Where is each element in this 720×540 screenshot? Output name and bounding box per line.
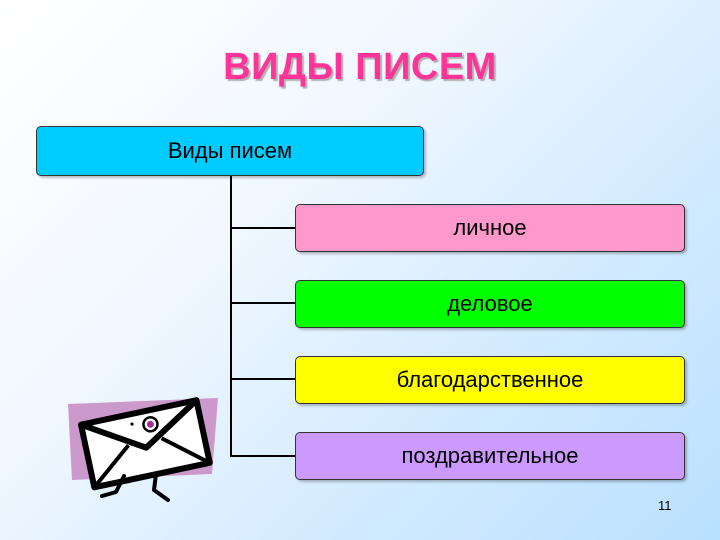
branch-line-business	[230, 302, 296, 304]
page-title: ВИДЫ ПИСЕМ	[223, 46, 497, 88]
child-node-thanks: благодарственное	[295, 356, 685, 404]
branch-line-personal	[230, 227, 296, 229]
branch-line-greeting	[230, 455, 296, 457]
trunk-line	[230, 176, 232, 456]
child-node-label: личное	[453, 215, 527, 240]
envelope-right-leg	[152, 472, 170, 502]
envelope-flap	[80, 398, 199, 451]
root-node-label: Виды писем	[167, 138, 293, 163]
child-node-label: деловое	[447, 291, 533, 316]
child-node-greeting: поздравительное	[295, 432, 685, 480]
envelope-left-leg	[100, 474, 126, 498]
branch-line-thanks	[230, 378, 296, 380]
child-node-personal: личное	[295, 204, 685, 252]
child-node-business: деловое	[295, 280, 685, 328]
root-node: Виды писем	[36, 126, 424, 176]
child-node-label: благодарственное	[396, 367, 584, 392]
walking-envelope-icon	[68, 397, 218, 502]
page-number: 11	[658, 498, 672, 513]
child-node-label: поздравительное	[401, 443, 579, 468]
